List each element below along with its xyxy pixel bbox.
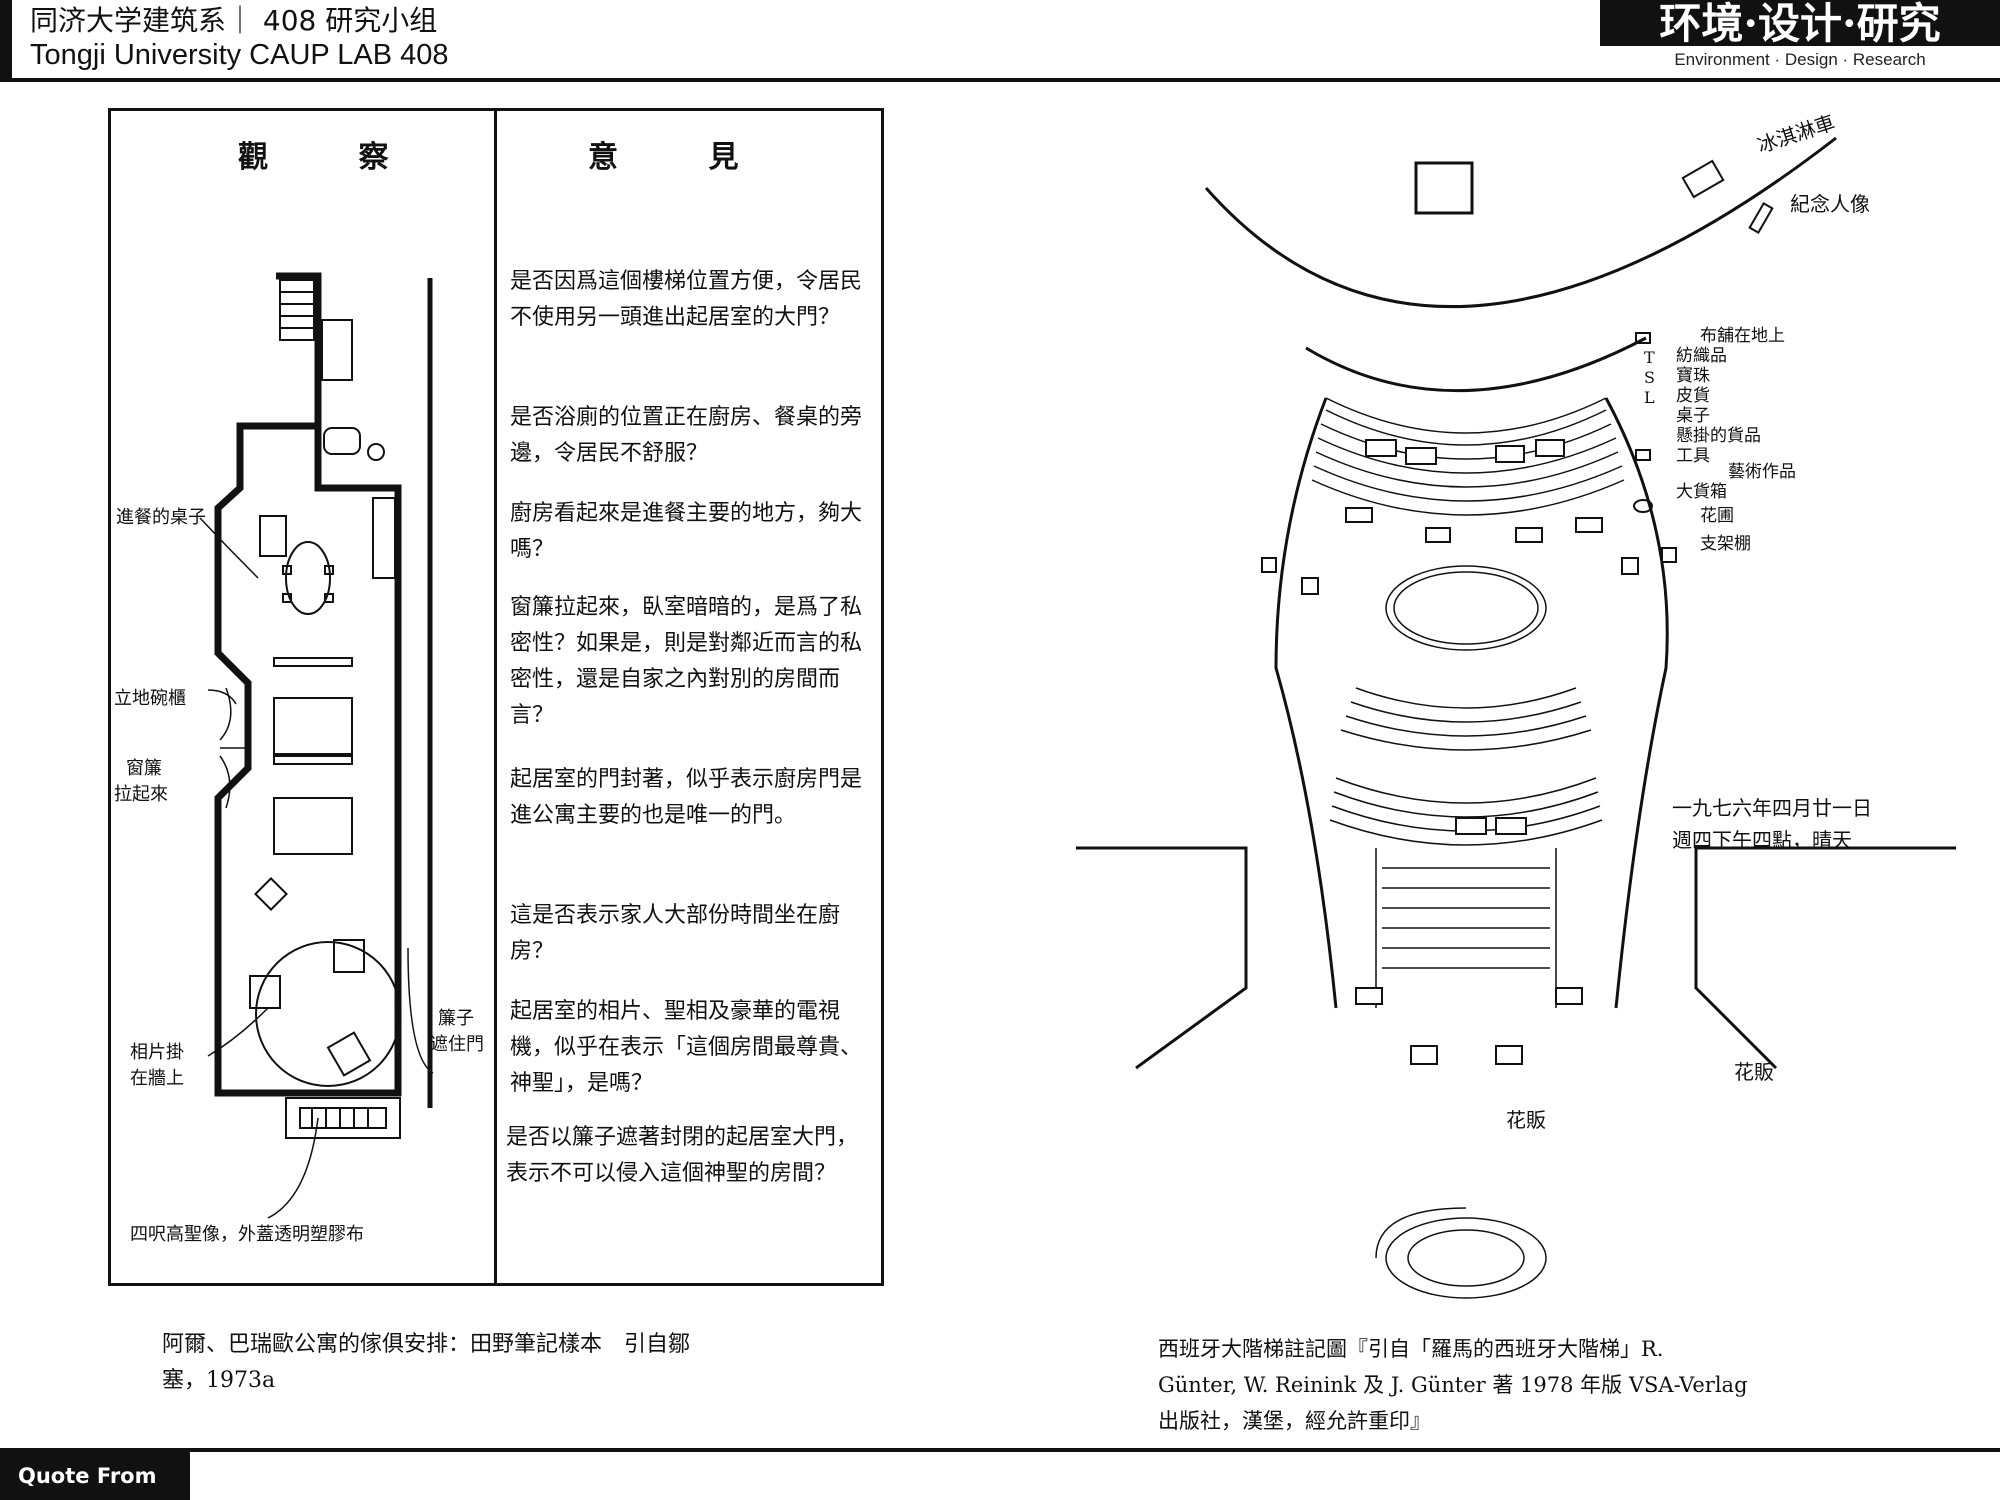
spanish-steps-map — [1076, 136, 1956, 1299]
label-textiles: 紡織品 — [1676, 346, 1727, 366]
label-artworks: 藝術作品 — [1728, 462, 1796, 482]
label-curtain-door-line-2: 遮住門 — [430, 1034, 484, 1055]
header-line-2: Tongji University CAUP LAB 408 — [30, 39, 449, 71]
label-hanging-goods: 懸掛的貨品 — [1676, 426, 1761, 446]
label-flowerbed: 花圃 — [1700, 506, 1734, 526]
question-5: 起居室的門封著，似乎表示廚房門是進公寓主要的也是唯一的門。 — [510, 767, 863, 828]
left-caption-line-2: 塞，1973a — [162, 1368, 276, 1393]
label-date-line-2: 週四下午四點，晴天 — [1672, 828, 1852, 852]
key-t: T — [1644, 348, 1655, 367]
right-caption-line-1: 西班牙大階梯註記圖『引自「羅馬的西班牙大階梯」R. — [1158, 1337, 1664, 1361]
footer-rule — [0, 1448, 2000, 1452]
quote-from-label: Quote From — [0, 1452, 190, 1500]
label-large-box: 大貨箱 — [1676, 482, 1727, 502]
question-6: 這是否表示家人大部份時間坐在廚房？ — [510, 903, 841, 964]
right-caption-line-3: 出版社，漢堡，經允許重印』 — [1158, 1409, 1431, 1433]
header-bar: 同济大学建筑系｜ 408 研究小组 Tongji University CAUP… — [0, 0, 2000, 82]
left-caption-line-1: 阿爾、巴瑞歐公寓的傢俱安排：田野筆記樣本 引自鄒 — [162, 1332, 691, 1357]
question-4: 窗簾拉起來，臥室暗暗的，是爲了私密性？如果是，則是對鄰近而言的私密性，還是自家之… — [510, 595, 863, 728]
table-divider — [494, 108, 497, 1283]
brand-subtitle: Environment · Design · Research — [1674, 50, 1926, 69]
label-spread-on-ground: 布舖在地上 — [1700, 326, 1785, 346]
label-flower-seller-right: 花販 — [1734, 1060, 1774, 1084]
label-portrait: 紀念人像 — [1790, 192, 1870, 216]
question-8: 是否以簾子遮著封閉的起居室大門，表示不可以侵入這個神聖的房間？ — [506, 1125, 859, 1186]
key-l: L — [1644, 388, 1655, 407]
label-leather: 皮貨 — [1676, 386, 1710, 406]
label-photos-line-1: 相片掛 — [130, 1042, 184, 1063]
label-curtain-line-2: 拉起來 — [114, 784, 168, 805]
label-photos-line-2: 在牆上 — [130, 1068, 184, 1089]
header-line-1: 同济大学建筑系｜ 408 研究小组 — [30, 4, 438, 37]
question-7: 起居室的相片、聖相及豪華的電視機，似乎在表示「這個房間最尊貴、神聖」，是嗎？ — [510, 999, 863, 1096]
right-page: 冰淇淋車 紀念人像 布舖在地上 T 紡織品 S 寶珠 L 皮貨 桌子 懸掛的貨品… — [1076, 108, 1956, 1433]
label-cupboard: 立地碗櫃 — [114, 688, 186, 709]
label-curtain-line-1: 窗簾 — [126, 758, 162, 779]
header-left-mark — [0, 0, 12, 78]
label-beads: 寶珠 — [1676, 366, 1710, 386]
label-dining-table: 進餐的桌子 — [116, 507, 206, 528]
question-3: 廚房看起來是進餐主要的地方，夠大嗎？ — [510, 501, 863, 562]
column-head-opinion: 意 見 — [588, 140, 779, 175]
right-caption-line-2: Günter, W. Reinink 及 J. Günter 著 1978 年版… — [1158, 1373, 1748, 1397]
label-tools: 工具 — [1676, 446, 1710, 466]
brand-title: 环境·设计·研究 — [1600, 0, 2000, 48]
label-table: 桌子 — [1676, 406, 1710, 426]
question-2: 是否浴廁的位置正在廚房、餐桌的旁邊，令居民不舒服？ — [510, 405, 863, 466]
label-date-line-1: 一九七六年四月廿一日 — [1672, 796, 1872, 820]
left-page: 觀 察 意 見 — [108, 108, 884, 1393]
label-statue: 四呎高聖像，外蓋透明塑膠布 — [130, 1224, 364, 1245]
column-head-observe: 觀 察 — [238, 140, 429, 175]
label-flower-seller-bottom: 花販 — [1506, 1108, 1546, 1132]
label-curtain-door-line-1: 簾子 — [438, 1008, 474, 1029]
question-1: 是否因爲這個樓梯位置方便，令居民不使用另一頭進出起居室的大門？ — [510, 269, 863, 330]
key-s: S — [1644, 368, 1655, 387]
label-shed: 支架棚 — [1700, 534, 1751, 554]
apartment-floor-plan — [199, 272, 434, 1219]
